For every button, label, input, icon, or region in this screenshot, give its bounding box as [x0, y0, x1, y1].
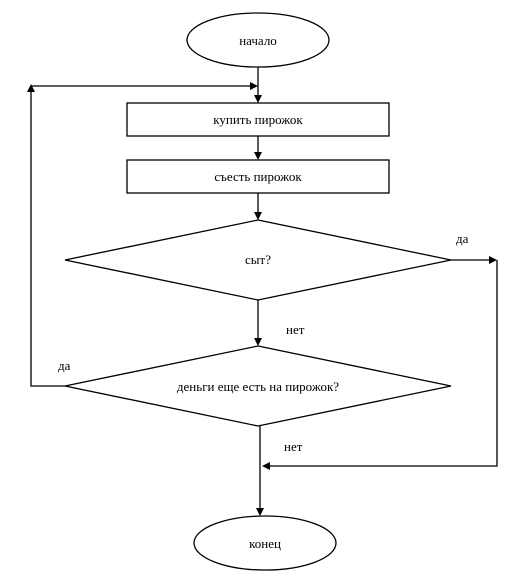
full-yes-label: да [456, 231, 469, 246]
connector-full-yes-merge [270, 260, 498, 467]
arrowhead-end [256, 508, 264, 516]
money-yes-label: да [58, 358, 71, 373]
arrowhead-money [254, 338, 262, 346]
arrowhead-loop-up [27, 84, 35, 92]
full-question-label: сыт? [245, 252, 271, 267]
arrowhead-loop-right [250, 82, 258, 90]
end-node [193, 515, 337, 571]
buy-process-node [126, 102, 390, 137]
arrowhead-merge [262, 462, 270, 470]
arrowhead-full [254, 212, 262, 220]
money-decision-node [64, 345, 452, 427]
end-label: конец [249, 536, 281, 551]
arrowhead-eat [254, 152, 262, 160]
connector-money-yes-left [30, 91, 65, 387]
eat-label: съесть пирожок [214, 169, 302, 184]
full-no-label: нет [286, 322, 305, 337]
arrowhead-full-yes [489, 256, 497, 264]
buy-label: купить пирожок [213, 112, 303, 127]
money-question-label: деньги еще есть на пирожок? [177, 379, 339, 394]
arrowhead-buy [254, 95, 262, 103]
start-label: начало [239, 33, 277, 48]
money-no-label: нет [284, 439, 303, 454]
